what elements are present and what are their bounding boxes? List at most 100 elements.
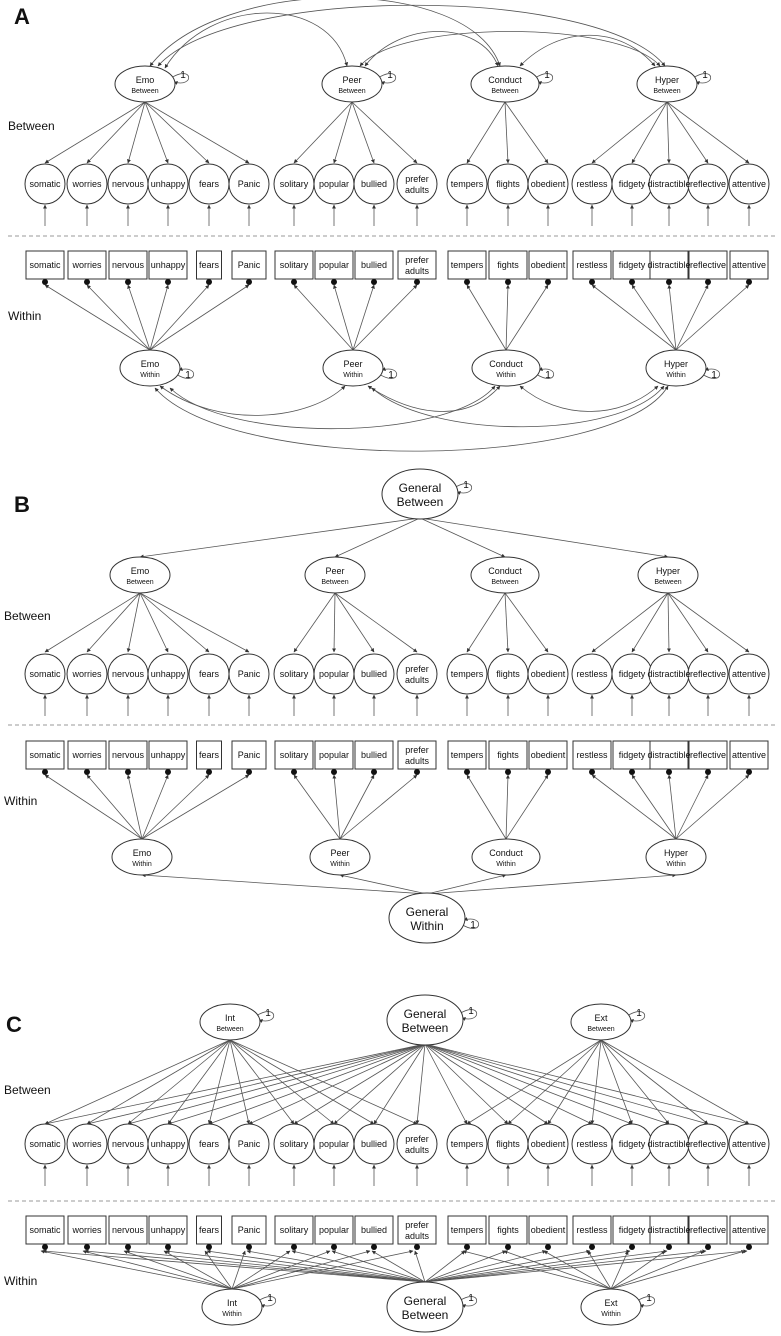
indicator-label: Panic (238, 179, 261, 189)
factor-level: Between (654, 579, 681, 586)
factor-name: Conduct (488, 75, 522, 85)
indicator-label: solitary (280, 179, 309, 189)
path-line (40, 1249, 233, 1290)
indicator-between (396, 163, 438, 205)
path-line (44, 1043, 426, 1126)
random-intercept-dot (291, 279, 297, 285)
indicator-within (447, 250, 487, 280)
within-label: Within (8, 309, 41, 323)
indicator-label: distractible (647, 750, 690, 760)
path-line (600, 1039, 670, 1125)
path-line (675, 284, 750, 351)
factor-level: Between (402, 1021, 449, 1035)
indicator-within (314, 740, 354, 770)
random-intercept-dot (291, 769, 297, 775)
random-intercept-dot (371, 769, 377, 775)
path-line (86, 774, 143, 840)
variance-loop (377, 73, 397, 85)
indicator-between (446, 163, 488, 205)
path-line (424, 1249, 748, 1283)
path-line (339, 774, 375, 840)
random-intercept-dot (666, 279, 672, 285)
indicator-between (396, 1123, 438, 1165)
path-line (424, 1043, 509, 1125)
path-line (167, 1043, 426, 1125)
indicator-between (527, 653, 569, 695)
indicator-between (228, 653, 270, 695)
path-line (667, 284, 677, 351)
random-intercept-dot (589, 769, 595, 775)
path-line (204, 1250, 233, 1290)
variance-loop (458, 1009, 478, 1021)
indicator-label: fidgety (619, 669, 646, 679)
path-line (127, 101, 146, 164)
panel-letter: C (6, 1012, 22, 1037)
indicator-label: Panic (238, 669, 261, 679)
indicator-label: unhappy (151, 750, 186, 760)
indicator-label: popular (319, 1225, 349, 1235)
indicator-label: fears (199, 179, 220, 189)
path-line (587, 1250, 612, 1290)
indicator-label: obedient (531, 260, 566, 270)
indicator-within (274, 740, 314, 770)
path-line (419, 517, 669, 559)
path-line (424, 1250, 507, 1283)
path-line (141, 774, 210, 840)
random-intercept-dot (414, 279, 420, 285)
indicator-label: nervous (112, 1139, 145, 1149)
indicator-within (67, 250, 107, 280)
indicator-between (147, 1123, 189, 1165)
random-intercept-dot (125, 769, 131, 775)
indicator-between (66, 163, 108, 205)
path-line (424, 1043, 750, 1126)
random-intercept-dot (545, 769, 551, 775)
path-line (84, 1249, 426, 1283)
random-intercept-dot (84, 279, 90, 285)
path-line (86, 592, 141, 653)
random-intercept-dot (371, 279, 377, 285)
indicator-between (353, 653, 395, 695)
path-line (86, 284, 151, 351)
covariance-curve (371, 385, 665, 428)
indicator-label: attentive (732, 260, 766, 270)
indicator-label: restless (576, 750, 608, 760)
path-line (334, 592, 375, 653)
random-intercept-dot (545, 1244, 551, 1250)
variance-loop (636, 1296, 656, 1308)
factor-name: Emo (136, 75, 155, 85)
indicator-between (228, 163, 270, 205)
indicator-between (728, 1123, 770, 1165)
indicator-label: bullied (361, 179, 387, 189)
indicator-label: obedient (531, 179, 566, 189)
random-intercept-dot (705, 279, 711, 285)
path-line (504, 101, 549, 164)
random-intercept-dot (165, 1244, 171, 1250)
indicator-label: restless (576, 1225, 608, 1235)
indicator-within (148, 740, 188, 770)
factor-level: Within (410, 919, 443, 933)
path-line (426, 873, 677, 895)
indicator-label: popular (319, 260, 349, 270)
indicator-between (728, 653, 770, 695)
indicator-within (108, 1215, 148, 1245)
latent-factor (111, 838, 173, 876)
indicator-label-2: adults (405, 675, 430, 685)
path-line (666, 592, 671, 653)
random-intercept-dot (629, 769, 635, 775)
indicator-label: reflective (690, 750, 726, 760)
latent-factor (471, 838, 541, 876)
indicator-label: unhappy (151, 179, 186, 189)
factor-name: General (404, 1007, 447, 1021)
path-line (371, 1250, 426, 1283)
indicator-label: solitary (280, 669, 309, 679)
path-line (675, 774, 750, 840)
path-line (424, 1043, 593, 1125)
indicator-label: prefer (405, 174, 429, 184)
panel-letter: B (14, 492, 30, 517)
path-line (333, 284, 354, 351)
indicator-label: fights (497, 1225, 519, 1235)
path-line (293, 101, 353, 164)
variance-label: 1 (463, 480, 469, 491)
indicator-label: obedient (531, 750, 566, 760)
